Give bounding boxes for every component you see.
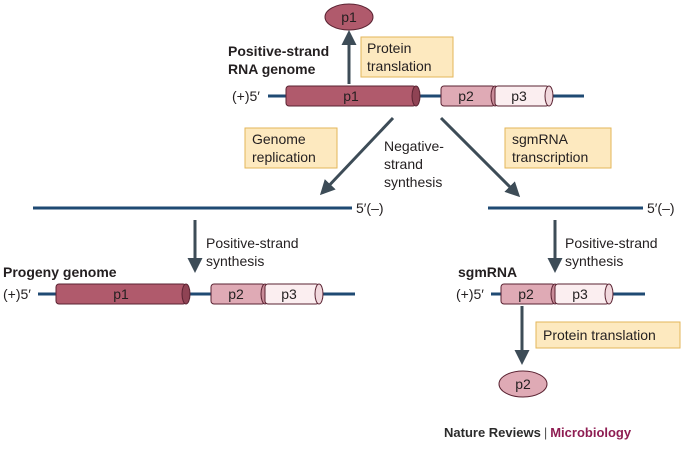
negative-strand-arrow-left	[319, 116, 395, 196]
top-title-line1: Positive-strand	[228, 43, 329, 59]
top-strand-end-label: (+)5′	[232, 88, 260, 104]
sgmrna-gene-p2-label: p2	[518, 286, 534, 302]
sgmrna-protein-p2-ellipse	[498, 370, 548, 398]
top-translation-line1: Protein	[367, 40, 411, 56]
genome-replication-box	[244, 127, 338, 169]
right-synthesis-line2: synthesis	[565, 253, 623, 269]
negative-strand-arrow-right	[439, 116, 521, 198]
sgmrna-transcription-box	[504, 127, 612, 169]
negative-strand-line1: Negative-	[384, 138, 444, 154]
journal-subject: Microbiology	[550, 425, 632, 440]
progeny-gene-p3: p3	[264, 283, 324, 305]
progeny-gene-p1-label: p1	[113, 286, 129, 302]
genome-replication-line1: Genome	[252, 131, 306, 147]
progeny-gene-p2: p2	[210, 283, 270, 305]
top-title-line2: RNA genome	[228, 61, 316, 77]
progeny-gene-p2-label: p2	[228, 286, 244, 302]
sgmrna-title: sgmRNA	[458, 264, 517, 280]
sgmrna-translation-box	[535, 321, 681, 349]
right-synthesis-line1: Positive-strand	[565, 235, 658, 251]
top-gene-p3: p3	[494, 85, 554, 107]
sgmrna-gene-p2: p2	[500, 283, 560, 305]
sgmrna-protein-p2-label: p2	[515, 376, 531, 392]
top-gene-p2: p2	[440, 85, 500, 107]
left-synthesis-line1: Positive-strand	[206, 235, 299, 251]
negative-strand-line2: strand	[384, 156, 423, 172]
progeny-genome-title: Progeny genome	[3, 264, 117, 280]
sgmrna-gene-p3: p3	[554, 283, 614, 305]
journal-credit: Nature Reviews|Microbiology	[444, 425, 631, 440]
sgmrna-transcription-line2: transcription	[512, 149, 588, 165]
top-gene-p1-label: p1	[343, 88, 359, 104]
left-synthesis-line2: synthesis	[206, 253, 264, 269]
progeny-gene-p1: p1	[55, 283, 191, 305]
progeny-strand-end-label: (+)5′	[3, 286, 31, 302]
negative-strand-left-end: 5′(–)	[356, 200, 384, 216]
top-protein-p1-label: p1	[341, 9, 357, 25]
top-translation-line2: translation	[367, 58, 432, 74]
journal-name: Nature Reviews	[444, 425, 541, 440]
top-translation-box	[360, 36, 454, 78]
top-gene-p3-label: p3	[511, 88, 527, 104]
genome-replication-line2: replication	[252, 149, 316, 165]
negative-strand-right-end: 5′(–)	[647, 200, 675, 216]
sgmrna-gene-p3-label: p3	[572, 286, 588, 302]
progeny-gene-p3-label: p3	[281, 286, 297, 302]
sgmrna-transcription-line1: sgmRNA	[512, 131, 569, 147]
top-gene-p2-label: p2	[458, 88, 474, 104]
negative-strand-line3: synthesis	[384, 174, 442, 190]
sgmrna-translation-label: Protein translation	[543, 327, 656, 343]
top-gene-p1: p1	[285, 85, 421, 107]
credit-separator: |	[543, 425, 548, 440]
sgmrna-strand-end-label: (+)5′	[456, 286, 484, 302]
